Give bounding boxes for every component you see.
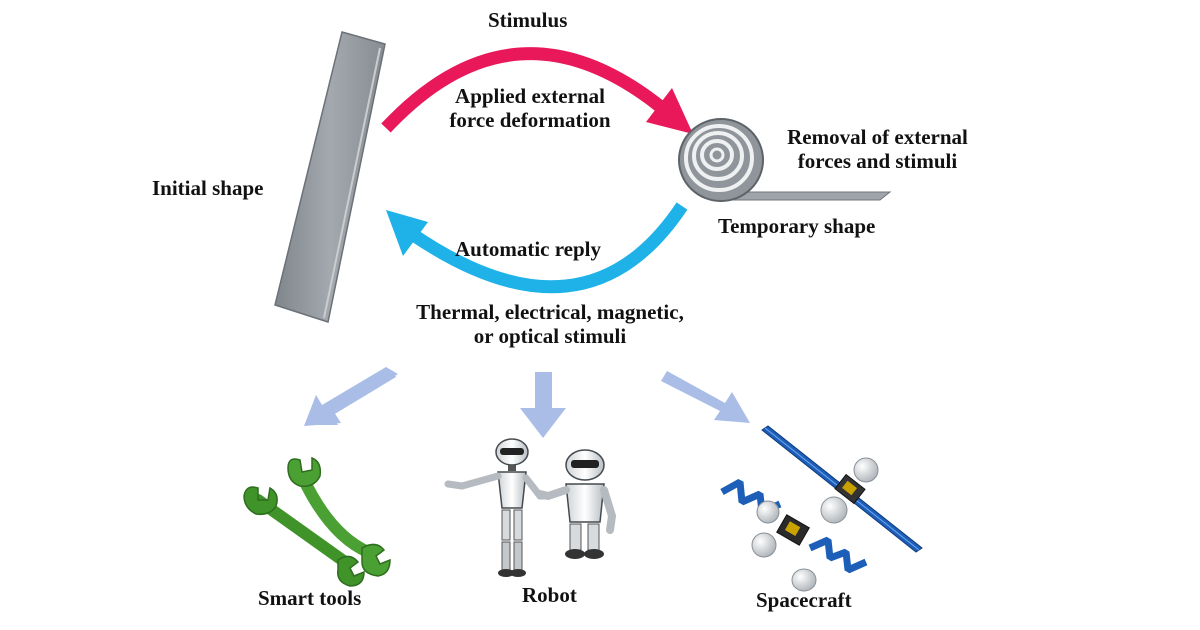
applied-force-line-2: force deformation	[449, 108, 611, 132]
applied-force-line-1: Applied external	[455, 84, 605, 108]
stimuli-label: Thermal, electrical, magnetic, or optica…	[385, 300, 715, 348]
removal-line-2: forces and stimuli	[797, 149, 958, 173]
arrow-to-robot	[520, 372, 566, 438]
removal-label: Removal of external forces and stimuli	[765, 125, 990, 173]
temporary-shape-roll	[678, 118, 892, 202]
robot-label: Robot	[522, 583, 577, 607]
temporary-shape-label: Temporary shape	[718, 214, 876, 238]
stimulus-label: Stimulus	[488, 8, 568, 32]
initial-shape-panel	[274, 31, 386, 323]
stimuli-line-2: or optical stimuli	[473, 324, 627, 348]
arrow-to-smart-tools	[304, 367, 398, 426]
arrow-to-spacecraft	[661, 371, 750, 423]
stimuli-line-1: Thermal, electrical, magnetic,	[416, 300, 684, 324]
smart-tools-label: Smart tools	[258, 586, 362, 610]
return-arrow	[386, 202, 688, 294]
applied-force-label: Applied external force deformation	[425, 84, 635, 132]
initial-shape-label: Initial shape	[152, 176, 264, 200]
spacecraft-label: Spacecraft	[756, 588, 852, 612]
spacecraft-icon	[720, 425, 923, 592]
forward-arrow	[381, 47, 693, 134]
automatic-reply-label: Automatic reply	[455, 237, 602, 261]
robot-icon	[444, 438, 617, 577]
wrench-icon	[243, 456, 391, 587]
removal-line-1: Removal of external	[787, 125, 968, 149]
